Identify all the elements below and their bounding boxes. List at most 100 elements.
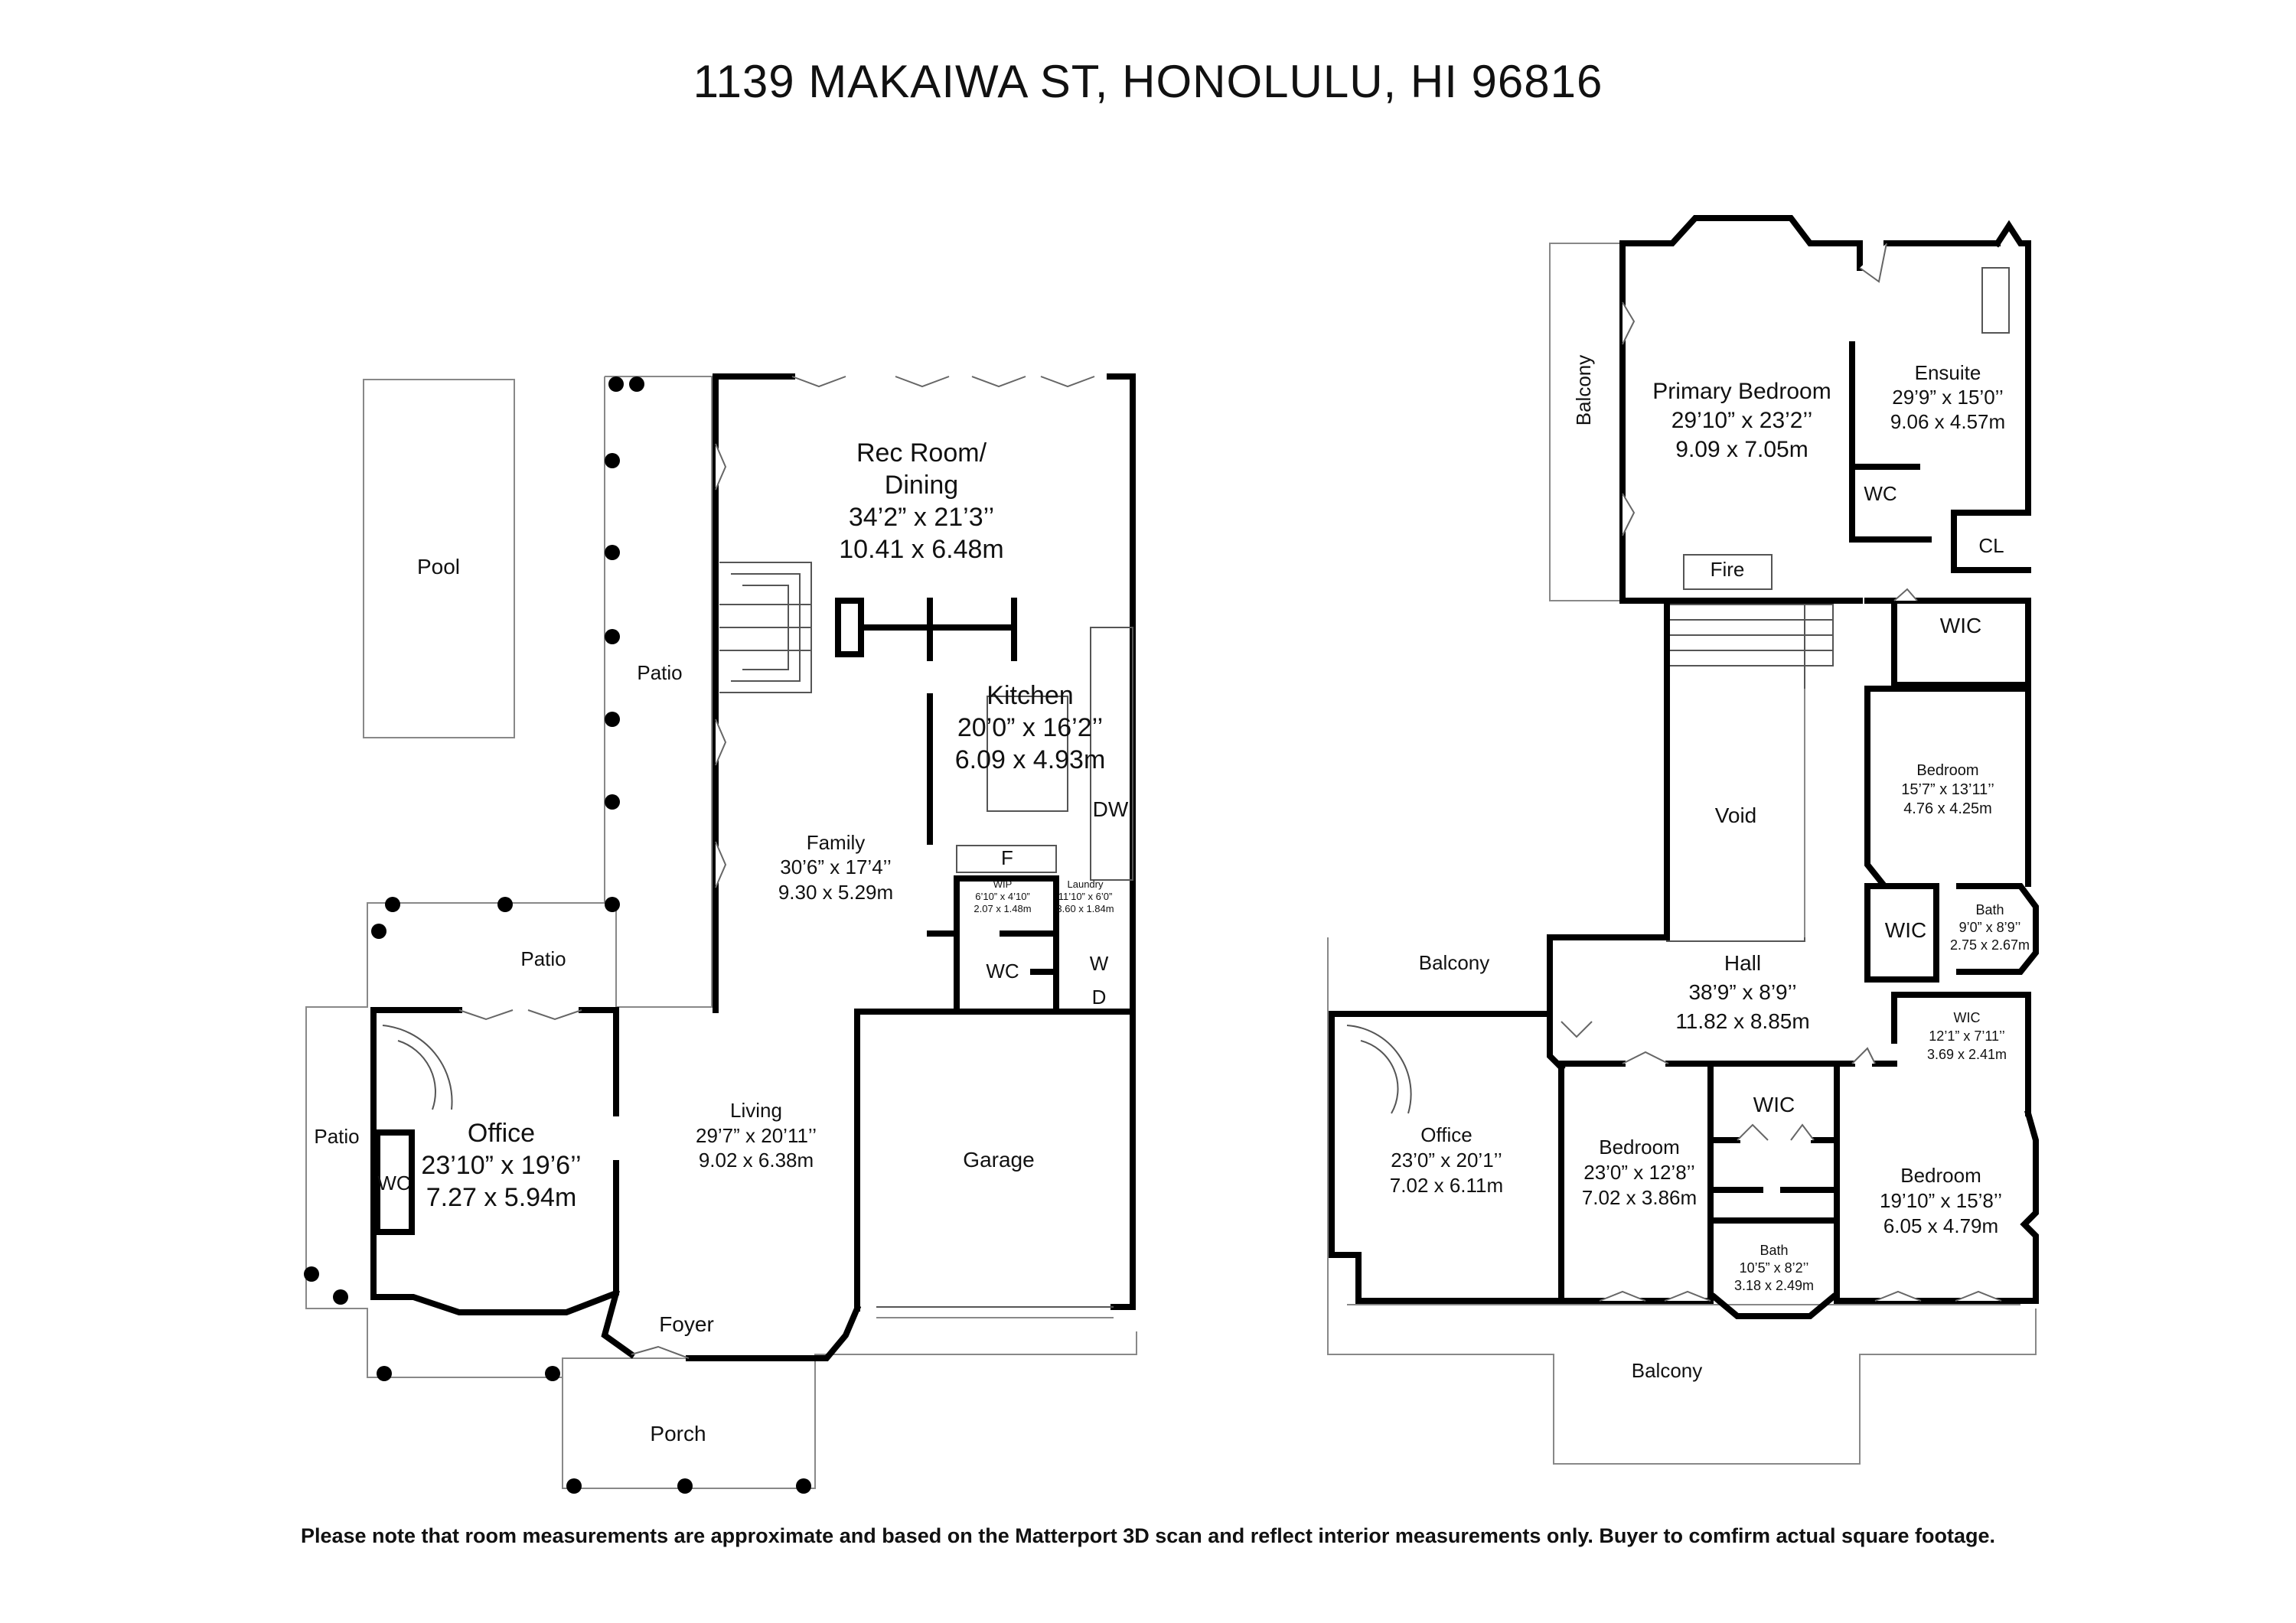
- upper-stairs: [1667, 604, 1834, 666]
- void-label: Void: [1715, 803, 1757, 827]
- wip-imperial: 6’10” x 4’10”: [975, 891, 1030, 902]
- upper-office-name: Office: [1420, 1123, 1472, 1146]
- upper-floor: [1327, 215, 2039, 1465]
- fire-label: Fire: [1711, 558, 1745, 581]
- hall-wall: [1547, 934, 1897, 1072]
- wip-metric: 2.07 x 1.48m: [974, 903, 1031, 914]
- foyer-label: Foyer: [659, 1312, 714, 1336]
- patio-west-label: Patio: [314, 1125, 359, 1148]
- wic-hall-wall: [1891, 992, 2031, 1116]
- dw-label: DW: [1093, 797, 1129, 821]
- void-outline: [1666, 604, 1805, 942]
- fire-place: [1683, 554, 1773, 590]
- hall-metric: 11.82 x 8.85m: [1675, 1009, 1809, 1033]
- bath-mid-metric: 3.18 x 2.49m: [1734, 1278, 1814, 1293]
- d-label: D: [1092, 986, 1107, 1009]
- laundry-metric: 3.60 x 1.84m: [1056, 903, 1114, 914]
- w-label: W: [1090, 952, 1109, 975]
- wic-3-metric: 3.69 x 2.41m: [1927, 1047, 2007, 1062]
- office-name: Office: [468, 1119, 535, 1148]
- hall-imperial: 38’9” x 8’9’’: [1688, 980, 1796, 1004]
- bedroom-mid-imperial: 23’0” x 12’8’’: [1583, 1161, 1695, 1184]
- wc-kitchen-label: WC: [986, 960, 1019, 983]
- wic-3-name: WIC: [1954, 1010, 1981, 1025]
- bedroom-east-imperial: 15’7” x 13’11’’: [1901, 781, 1994, 798]
- stair-post: [835, 598, 864, 657]
- patio-posts: [304, 376, 811, 1494]
- ensuite-imperial: 29’9” x 15’0’’: [1892, 386, 2004, 409]
- bedroom-east-metric: 4.76 x 4.25m: [1903, 800, 1992, 817]
- patio-north-label: Patio: [637, 661, 682, 684]
- family-metric: 9.30 x 5.29m: [778, 881, 893, 904]
- bath-east-name: Bath: [1975, 902, 2004, 917]
- bedroom-mid-metric: 7.02 x 3.86m: [1582, 1186, 1697, 1209]
- wic-2-label: WIC: [1885, 918, 1926, 942]
- upper-hall-wall: [1864, 598, 2031, 688]
- ground-floor: [304, 373, 1137, 1494]
- wic-1-label: WIC: [1940, 614, 1981, 637]
- upper-labels: Balcony Primary Bedroom 29’10” x 23’2’’ …: [1390, 355, 2030, 1382]
- hall-name: Hall: [1724, 951, 1761, 975]
- primary-bedroom-metric: 9.09 x 7.05m: [1675, 437, 1808, 462]
- foyer-wall: [601, 1289, 862, 1361]
- bath-east-wall: [1864, 883, 2039, 983]
- ensuite-bathtub: [1981, 267, 2010, 334]
- bedroom-se-metric: 6.05 x 4.79m: [1883, 1214, 1998, 1237]
- kitchen-metric: 6.09 x 4.93m: [955, 745, 1106, 774]
- garage-wall: [854, 1009, 1136, 1312]
- ground-doors: [458, 376, 1095, 1359]
- living-metric: 9.02 x 6.38m: [699, 1149, 814, 1172]
- kitchen-name: Kitchen: [987, 681, 1073, 710]
- bath-east-metric: 2.75 x 2.67m: [1950, 937, 2030, 953]
- patio-mid-label: Patio: [520, 947, 566, 970]
- primary-bedroom-imperial: 29’10” x 23’2’’: [1671, 408, 1813, 433]
- ground-labels: Pool Patio Patio Patio Rec Room/ Dining …: [314, 438, 1129, 1445]
- balcony-south-outline: [1327, 937, 2037, 1465]
- upper-office-metric: 7.02 x 6.11m: [1390, 1174, 1503, 1197]
- rec-room-name-1: Rec Room/: [856, 438, 987, 468]
- rec-room-imperial: 34’2” x 21’3’’: [849, 503, 994, 532]
- ground-stairs: [719, 562, 812, 693]
- office-metric: 7.27 x 5.94m: [426, 1183, 577, 1212]
- ensuite-wall: [1883, 220, 2031, 516]
- bath-mid-imperial: 10’5” x 8’2’’: [1740, 1260, 1809, 1276]
- laundry-name: Laundry: [1068, 878, 1104, 890]
- pool-outline: [363, 379, 515, 738]
- bedroom-se-name: Bedroom: [1900, 1164, 1981, 1187]
- wip-name: WIP: [993, 878, 1013, 890]
- balcony-west-label: Balcony: [1572, 355, 1595, 426]
- kitchen-counter: [1090, 627, 1133, 881]
- family-name: Family: [807, 831, 866, 854]
- family-imperial: 30’6” x 17’4’’: [780, 855, 892, 878]
- wic-mid-wall: [1707, 1061, 1840, 1304]
- bedroom-east-wall: [1864, 686, 2031, 888]
- upper-spiral-stair: [1346, 1025, 1412, 1114]
- wc-office-label: WC: [377, 1172, 410, 1194]
- bath-mid-name: Bath: [1760, 1243, 1788, 1258]
- laundry-imperial: 11’10” x 6’0”: [1058, 891, 1113, 902]
- bedroom-se-imperial: 19’10” x 15’8’’: [1880, 1189, 2002, 1212]
- upper-office-imperial: 23’0” x 20’1’’: [1391, 1149, 1502, 1172]
- living-name: Living: [730, 1099, 782, 1122]
- ensuite-metric: 9.06 x 4.57m: [1890, 410, 2005, 433]
- upper-office-wall: [1329, 1011, 1564, 1304]
- kitchen-imperial: 20’0” x 16’2’’: [957, 713, 1103, 742]
- cl-label: CL: [1978, 534, 2004, 557]
- living-imperial: 29’7” x 20’11’’: [696, 1124, 817, 1147]
- bedroom-mid-name: Bedroom: [1599, 1136, 1680, 1159]
- ensuite-partition: [1849, 341, 2031, 573]
- pool-label: Pool: [417, 555, 460, 578]
- rec-room-metric: 10.41 x 6.48m: [839, 535, 1003, 564]
- office-wc-box: [374, 1129, 415, 1235]
- balcony-west-outline: [1549, 243, 1623, 601]
- porch-label: Porch: [650, 1422, 706, 1445]
- wic-3-imperial: 12’1” x 7’11’’: [1929, 1028, 2004, 1044]
- rec-room-name-2: Dining: [885, 471, 958, 500]
- ensuite-name: Ensuite: [1915, 361, 1981, 384]
- balcony-south-label: Balcony: [1632, 1359, 1703, 1382]
- wic-4-label: WIC: [1753, 1093, 1795, 1116]
- bath-east-imperial: 9’0” x 8’9’’: [1959, 920, 2021, 935]
- disclaimer-note: Please note that room measurements are a…: [300, 1524, 1996, 1547]
- bedroom-east-name: Bedroom: [1916, 762, 1978, 779]
